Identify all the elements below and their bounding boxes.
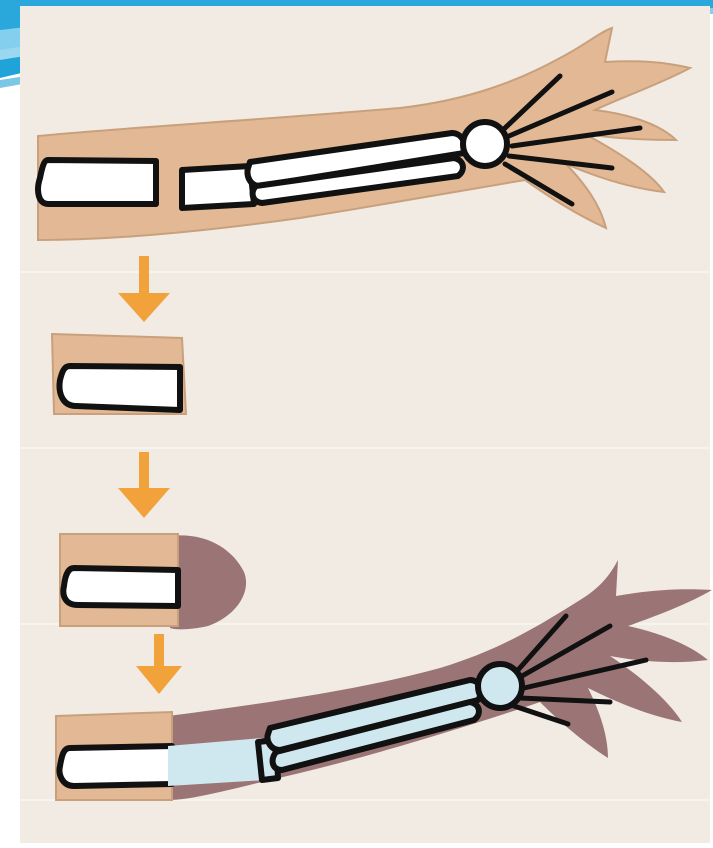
regrown-old-bone [60,746,172,786]
stump-bone [60,366,180,410]
regeneration-bud [60,534,246,629]
humerus-bone [38,160,156,204]
wrist-bone [463,122,507,166]
regrown-new-bone-bridge [168,738,266,786]
regrown-bones [60,746,172,786]
amputated-stump [52,334,186,414]
bud-bone [63,568,178,606]
regrown-wrist-bone [478,664,522,708]
upper-forearm-bone [182,166,254,208]
